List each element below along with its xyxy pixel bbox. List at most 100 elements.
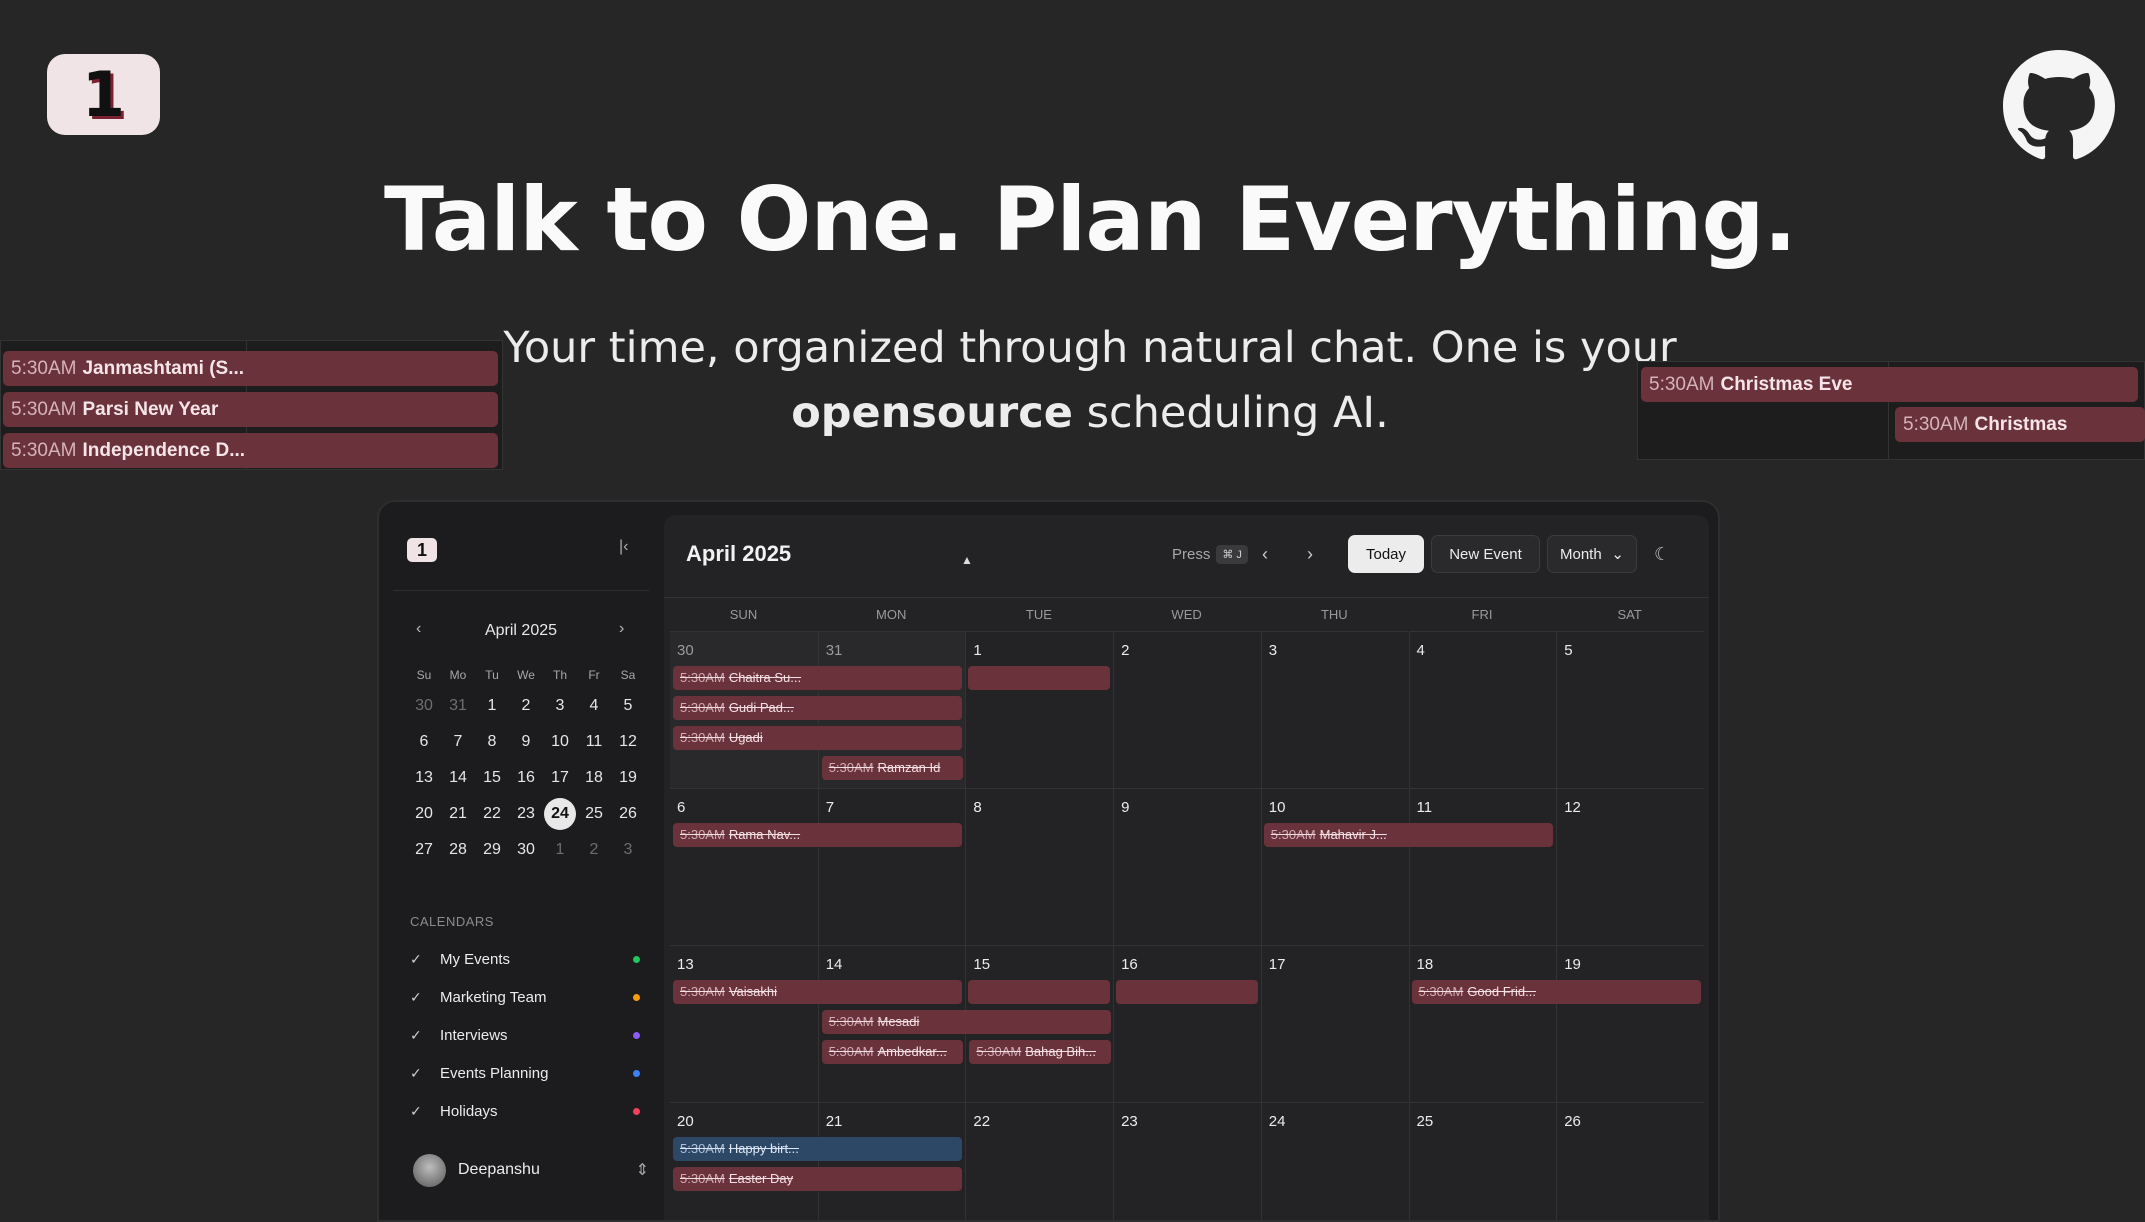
mini-day[interactable]: 18 [577, 760, 611, 796]
mini-day[interactable]: 8 [475, 724, 509, 760]
day-cell[interactable]: 21 [817, 1102, 966, 1220]
mini-day[interactable]: 23 [509, 796, 543, 832]
today-button[interactable]: Today [1348, 535, 1424, 573]
chevron-left-icon[interactable]: ‹ [1262, 543, 1268, 564]
chevron-left-icon[interactable]: ‹ [416, 620, 422, 637]
calendar-item[interactable]: ✓Holidays [410, 1092, 640, 1130]
day-cell[interactable]: 6 [670, 788, 818, 945]
day-cell[interactable]: 25 [1408, 1102, 1557, 1220]
day-cell[interactable]: 7 [817, 788, 966, 945]
calendar-item[interactable]: ✓Interviews [410, 1016, 640, 1054]
calendar-event[interactable] [968, 666, 1111, 690]
check-icon[interactable]: ✓ [410, 1026, 422, 1043]
user-menu[interactable]: Deepanshu ⇕ [413, 1152, 649, 1188]
day-cell[interactable]: 19 [1556, 945, 1704, 1102]
mini-day[interactable]: 3 [543, 688, 577, 724]
mini-day[interactable]: 20 [407, 796, 441, 832]
sidebar-logo[interactable]: 1 [407, 538, 437, 562]
day-cell[interactable]: 14 [817, 945, 966, 1102]
day-cell[interactable]: 26 [1556, 1102, 1704, 1220]
mini-day[interactable]: 27 [407, 832, 441, 868]
mini-day[interactable]: 22 [475, 796, 509, 832]
mini-day[interactable]: 17 [543, 760, 577, 796]
mini-day-selected[interactable]: 24 [543, 796, 577, 832]
mini-day[interactable]: 10 [543, 724, 577, 760]
day-cell[interactable]: 1 [965, 631, 1114, 788]
calendar-item[interactable]: ✓Marketing Team [410, 978, 640, 1016]
mini-day[interactable]: 12 [611, 724, 645, 760]
mini-day[interactable]: 30 [509, 832, 543, 868]
mini-day[interactable]: 28 [441, 832, 475, 868]
mini-day[interactable]: 9 [509, 724, 543, 760]
mini-day[interactable]: 15 [475, 760, 509, 796]
day-cell[interactable]: 11 [1408, 788, 1557, 945]
check-icon[interactable]: ✓ [410, 950, 422, 967]
calendar-item[interactable]: ✓Events Planning [410, 1054, 640, 1092]
day-cell[interactable]: 24 [1260, 1102, 1409, 1220]
day-cell[interactable]: 18 [1408, 945, 1557, 1102]
day-cell[interactable]: 4 [1408, 631, 1557, 788]
mini-day[interactable]: 31 [441, 688, 475, 724]
day-cell[interactable]: 3 [1260, 631, 1409, 788]
moon-icon[interactable]: ☾ [1654, 543, 1671, 564]
mini-day[interactable]: 7 [441, 724, 475, 760]
day-cell[interactable]: 2 [1113, 631, 1261, 788]
day-cell[interactable]: 9 [1113, 788, 1261, 945]
mini-day[interactable]: 2 [509, 688, 543, 724]
day-cell[interactable]: 13 [670, 945, 818, 1102]
mini-day[interactable]: 25 [577, 796, 611, 832]
mini-day[interactable]: 1 [543, 832, 577, 868]
chevron-right-icon[interactable]: › [619, 620, 625, 637]
day-cell[interactable]: 23 [1113, 1102, 1261, 1220]
mini-day[interactable]: 21 [441, 796, 475, 832]
mini-day[interactable]: 2 [577, 832, 611, 868]
check-icon[interactable]: ✓ [410, 1064, 422, 1081]
day-cell[interactable]: 20 [670, 1102, 818, 1220]
app-logo[interactable]: 1 [47, 54, 160, 135]
day-cell[interactable]: 10 [1260, 788, 1409, 945]
mini-day[interactable]: 6 [407, 724, 441, 760]
mini-day[interactable]: 13 [407, 760, 441, 796]
calendar-event[interactable] [1116, 980, 1258, 1004]
view-select[interactable]: Month ⌄ [1547, 535, 1637, 573]
mini-day[interactable]: 11 [577, 724, 611, 760]
day-cell[interactable]: 16 [1113, 945, 1261, 1102]
day-cell[interactable]: 12 [1556, 788, 1704, 945]
mini-day[interactable]: 4 [577, 688, 611, 724]
calendar-item[interactable]: ✓My Events [410, 940, 640, 978]
collapse-sidebar-icon[interactable]: |‹ [619, 538, 629, 555]
mini-day[interactable]: 14 [441, 760, 475, 796]
day-cell[interactable]: 17 [1260, 945, 1409, 1102]
new-event-button[interactable]: New Event [1431, 535, 1540, 573]
check-icon[interactable]: ✓ [410, 988, 422, 1005]
mini-day[interactable]: 26 [611, 796, 645, 832]
mini-day[interactable]: 30 [407, 688, 441, 724]
mini-day[interactable]: 29 [475, 832, 509, 868]
github-icon[interactable] [2003, 50, 2115, 162]
day-cell[interactable]: 22 [965, 1102, 1114, 1220]
mini-day[interactable]: 1 [475, 688, 509, 724]
mini-day[interactable]: 16 [509, 760, 543, 796]
mini-day[interactable]: 19 [611, 760, 645, 796]
calendar-event[interactable] [968, 980, 1111, 1004]
day-cell[interactable]: 8 [965, 788, 1114, 945]
mini-day[interactable]: 3 [611, 832, 645, 868]
check-icon[interactable]: ✓ [410, 1102, 422, 1119]
